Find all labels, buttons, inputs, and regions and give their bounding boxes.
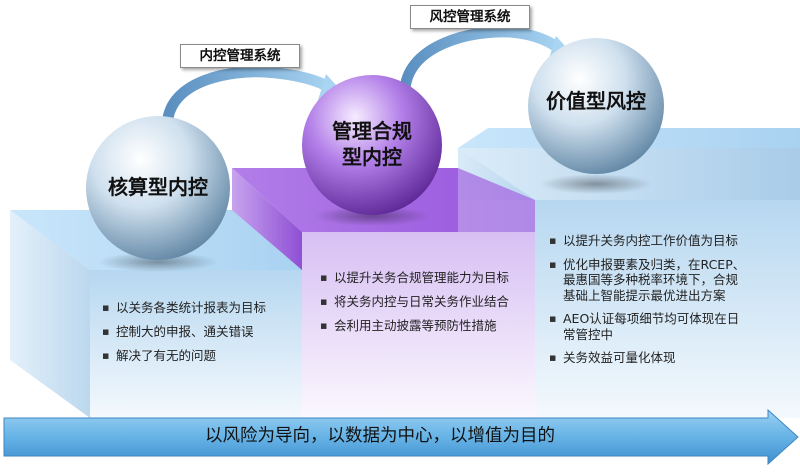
stage-3-bullets: 以提升关务内控工作价值为目标 优化申报要素及归类，在RCEP、最惠国等多种税率环… [549, 233, 749, 374]
transition-label-2: 风控管理系统 [410, 5, 530, 29]
list-item: 优化申报要素及归类，在RCEP、最惠国等多种税率环境下，合规基础上智能提示最优进… [549, 257, 749, 304]
sphere-1-shadow [98, 252, 218, 272]
stage-1-bullets: 以关务各类统计报表为目标 控制大的申报、通关错误 解决了有无的问题 [102, 300, 298, 372]
list-item: 以提升关务内控工作价值为目标 [549, 233, 749, 249]
list-item: 将关务内控与日常关务作业结合 [320, 294, 520, 310]
stage-2-title: 管理合规 型内控 [302, 118, 442, 170]
sphere-2-shadow [314, 206, 430, 226]
list-item: 以提升关务合规管理能力为目标 [320, 270, 520, 286]
list-item: 会利用主动披露等预防性措施 [320, 318, 520, 334]
list-item: 以关务各类统计报表为目标 [102, 300, 298, 316]
goal-banner-arrow [3, 408, 799, 466]
sphere-3 [528, 38, 664, 174]
stage-1-title: 核算型内控 [108, 175, 208, 199]
stage-2-bullets: 以提升关务合规管理能力为目标 将关务内控与日常关务作业结合 会利用主动披露等预防… [320, 270, 520, 342]
stage-2-title-line-1: 管理合规 [332, 119, 412, 143]
transition-label-1: 内控管理系统 [180, 44, 300, 68]
goal-banner-text: 以风险为导向，以数据为中心，以增值为目的 [205, 426, 555, 446]
sphere-2 [302, 75, 442, 215]
list-item: AEO认证每项细节均可体现在日常管控中 [549, 311, 749, 342]
list-item: 控制大的申报、通关错误 [102, 324, 298, 340]
stage-2-title-line-2: 型内控 [342, 145, 402, 169]
sphere-3-shadow [540, 174, 652, 194]
stage-3-title: 价值型风控 [546, 89, 646, 113]
list-item: 关务效益可量化体现 [549, 350, 749, 366]
list-item: 解决了有无的问题 [102, 348, 298, 364]
sphere-1 [86, 116, 230, 260]
